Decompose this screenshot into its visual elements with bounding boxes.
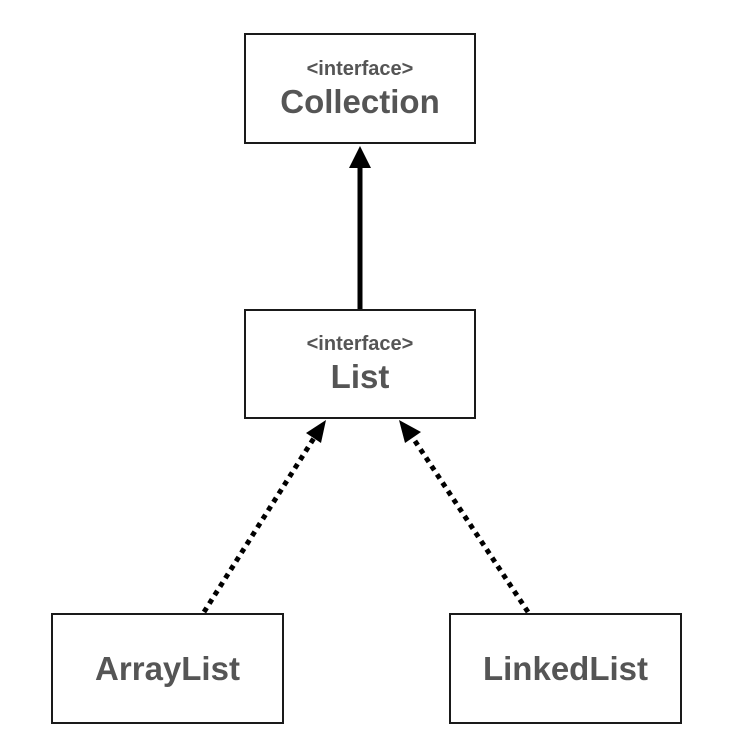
edge-line-dotted — [201, 436, 317, 614]
class-name: Collection — [280, 82, 440, 120]
class-box-arraylist: ArrayList — [51, 613, 284, 724]
edge-arraylist-to-list — [201, 420, 326, 614]
arrowhead-icon — [306, 420, 326, 443]
edge-linkedlist-to-list — [399, 420, 531, 614]
class-box-collection: <interface> Collection — [244, 33, 476, 144]
stereotype-label: <interface> — [306, 57, 414, 80]
class-box-linkedlist: LinkedList — [449, 613, 682, 724]
arrowhead-icon — [349, 146, 371, 168]
class-name: List — [330, 358, 390, 395]
stereotype-label: <interface> — [306, 333, 414, 355]
class-box-list: <interface> List — [244, 309, 476, 419]
class-name: LinkedList — [482, 649, 649, 687]
arrowhead-icon — [399, 420, 421, 443]
class-name: ArrayList — [95, 649, 240, 687]
edge-list-to-collection — [349, 146, 371, 309]
edge-line-dotted — [410, 436, 531, 614]
